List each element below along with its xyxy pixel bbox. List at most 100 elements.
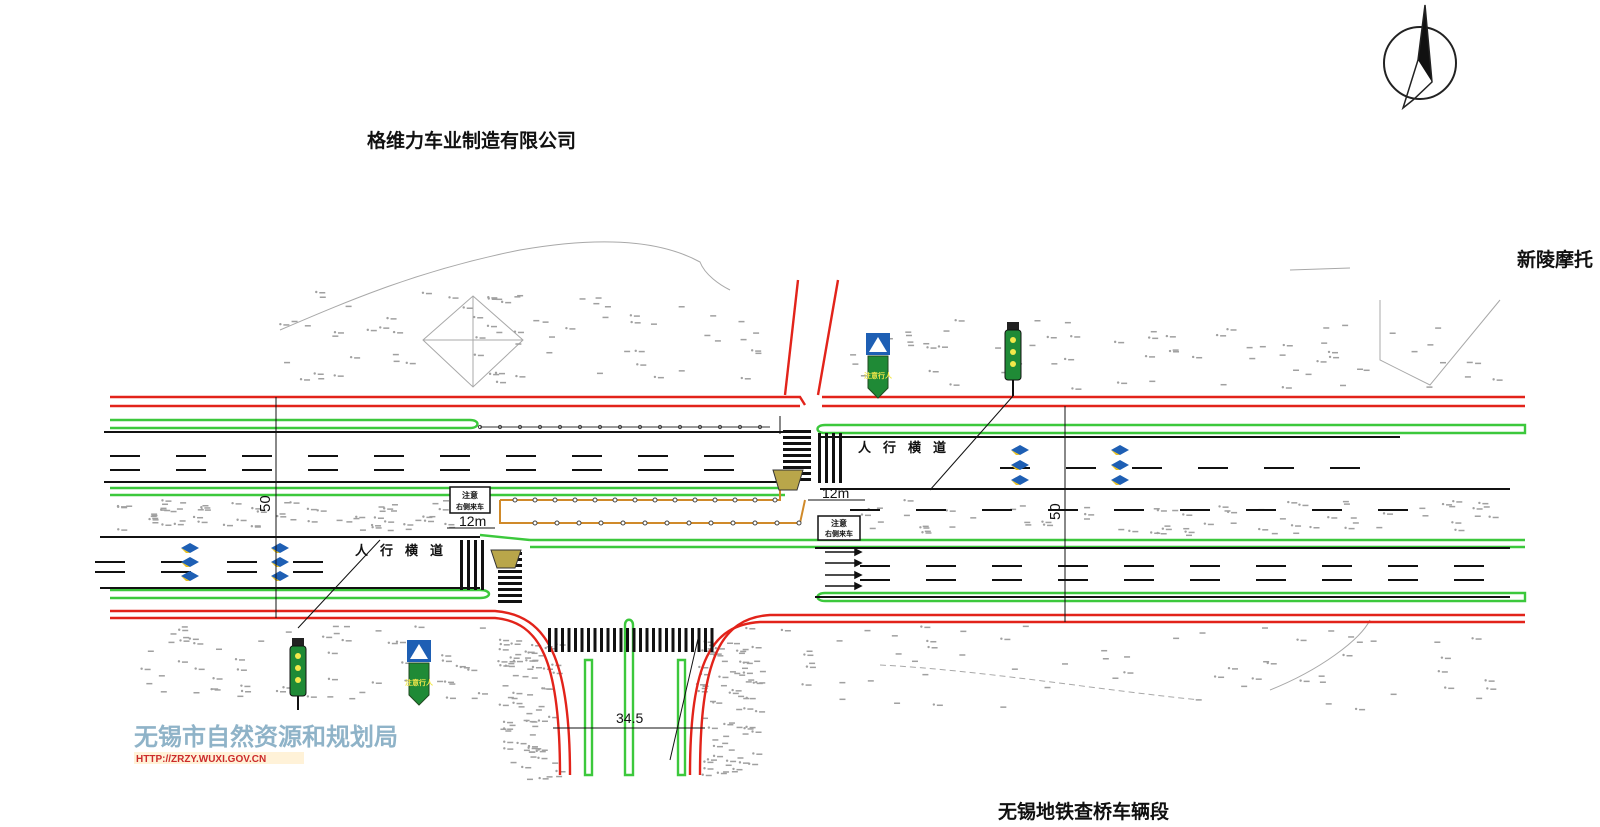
terrain-point <box>541 757 548 760</box>
terrain-point <box>337 375 344 377</box>
terrain-point <box>700 684 707 686</box>
terrain-point <box>707 768 714 770</box>
terrain-point <box>521 765 524 769</box>
terrain-point <box>1357 368 1364 371</box>
terrain-point <box>151 513 158 515</box>
terrain-point <box>535 645 542 647</box>
terrain-point <box>924 530 931 533</box>
terrain-point <box>712 739 719 741</box>
terrain-point <box>1150 330 1157 333</box>
terrain-point <box>258 640 265 642</box>
terrain-point <box>306 507 310 511</box>
terrain-point <box>507 721 514 724</box>
terrain-point <box>345 640 352 642</box>
terrain-point <box>503 740 506 743</box>
terrain-point <box>471 669 478 672</box>
terrain-point <box>745 626 748 630</box>
terrain-point <box>235 503 242 505</box>
terrain-point <box>239 659 246 661</box>
terrain-point <box>743 697 750 700</box>
terrain-point <box>455 664 459 668</box>
terrain-point <box>533 319 540 322</box>
terrain-point <box>397 332 404 334</box>
terrain-point <box>1083 512 1087 516</box>
terrain-point <box>1169 336 1176 338</box>
terrain-point <box>537 748 540 751</box>
terrain-point <box>926 639 929 643</box>
terrain-point <box>740 338 747 341</box>
terrain-point <box>183 636 190 639</box>
terrain-point <box>500 381 507 384</box>
terrain-point <box>371 525 374 529</box>
terrain-point <box>179 639 182 642</box>
terrain-point <box>745 725 748 729</box>
diamond-marking-icon <box>181 576 190 581</box>
terrain-point <box>310 508 317 511</box>
ped-sign-text: 注意行人 <box>864 371 893 380</box>
terrain-point <box>634 349 637 353</box>
terrain-point <box>711 727 718 730</box>
terrain-point <box>1161 527 1165 530</box>
terrain-point <box>1474 515 1481 517</box>
terrain-point <box>333 632 340 635</box>
diamond-marking-icon <box>1011 465 1020 470</box>
terrain-point <box>116 505 120 509</box>
terrain-point <box>226 524 233 527</box>
terrain-point <box>393 360 400 363</box>
terrain-point <box>512 701 515 705</box>
zebra-stripe <box>600 628 603 652</box>
lane-dash-markings <box>95 455 1484 581</box>
terrain-point <box>1064 321 1071 324</box>
terrain-point <box>720 772 727 775</box>
terrain-point <box>784 629 791 632</box>
zebra-stripe <box>626 628 629 652</box>
terrain-point <box>438 507 441 511</box>
terrain-point <box>1441 502 1445 506</box>
terrain-point <box>907 500 914 502</box>
terrain-point <box>304 325 311 327</box>
terrain-point <box>539 750 546 753</box>
terrain-point <box>126 505 133 507</box>
crosswalk-word: 横 <box>908 440 922 456</box>
terrain-point <box>1172 349 1179 351</box>
terrain-point <box>121 529 128 531</box>
terrain-point <box>177 660 181 663</box>
terrain-point <box>905 331 912 333</box>
terrain-point <box>515 653 522 656</box>
terrain-point <box>399 641 406 644</box>
terrain-point <box>1411 350 1418 353</box>
terrain-point <box>496 331 503 334</box>
terrain-point <box>923 342 930 345</box>
terrain-point <box>1303 680 1310 683</box>
terrain-point <box>747 762 751 765</box>
guardrail-post <box>672 497 678 503</box>
terrain-point <box>737 757 744 759</box>
terrain-point <box>1342 500 1349 503</box>
terrain-point <box>493 373 500 376</box>
terrain-point <box>1492 378 1495 381</box>
terrain-point <box>250 525 254 528</box>
terrain-point <box>251 506 254 510</box>
terrain-point <box>161 499 164 502</box>
terrain-point <box>1041 520 1044 523</box>
terrain-point <box>1295 525 1302 527</box>
terrain-point <box>284 361 291 364</box>
terrain-point <box>1227 666 1231 670</box>
terrain-point <box>970 517 977 519</box>
terrain-point <box>280 691 287 693</box>
crosswalk-text-left: 人 行 横 道 <box>355 543 443 559</box>
terrain-point <box>541 749 548 751</box>
terrain-point <box>717 655 724 657</box>
terrain-point <box>197 516 204 519</box>
terrain-point <box>1144 354 1148 358</box>
terrain-point <box>908 344 915 347</box>
terrain-point <box>1387 513 1394 515</box>
terrain-point <box>709 700 716 703</box>
terrain-point <box>805 684 812 686</box>
terrain-point <box>354 357 361 359</box>
lane-edges <box>100 431 1510 598</box>
terrain-point <box>498 703 502 706</box>
terrain-point <box>511 697 518 700</box>
terrain-point <box>806 650 813 653</box>
terrain-point <box>441 654 444 657</box>
